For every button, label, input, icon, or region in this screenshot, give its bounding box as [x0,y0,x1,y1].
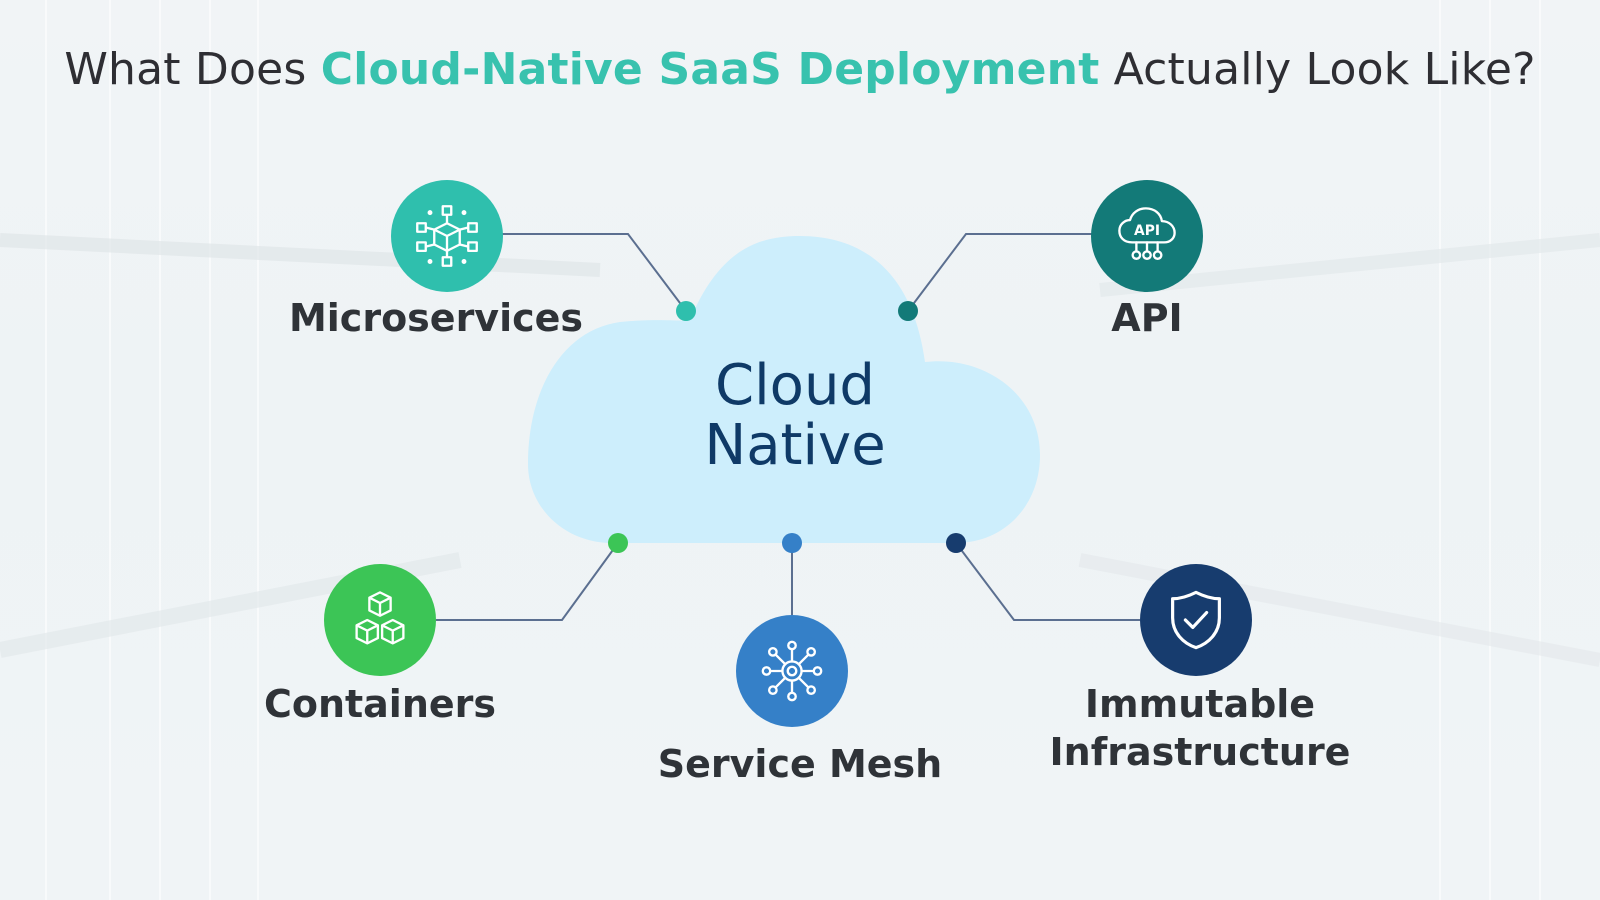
containers-boxes-icon [355,591,405,645]
title-prefix: What Does [64,44,321,95]
service-mesh-network-icon [761,640,823,702]
containers-label: Containers [263,682,497,726]
connector-immutable-infrastructure [955,542,1140,621]
dot-microservices [676,301,696,321]
service-mesh-node [736,615,848,727]
dot-containers [608,533,628,553]
connector-containers [436,542,619,621]
page-title: What Does Cloud-Native SaaS Deployment A… [0,44,1600,95]
connector-api [907,233,1092,312]
connector-lines [436,233,1140,621]
cloud-line-2: Native [704,413,886,478]
api-node: API [1091,180,1203,292]
dot-immutable-infrastructure [946,533,966,553]
containers-node [324,564,436,676]
shield-check-icon [1171,590,1221,650]
cloud-line-1: Cloud [715,353,875,418]
title-suffix: Actually Look Like? [1099,44,1536,95]
api-cloud-icon: API [1118,207,1176,261]
dot-api [898,301,918,321]
immutable-infrastructure-label: Immutable Infrastructure [1040,680,1360,776]
connector-microservices [502,233,687,312]
immutable-infrastructure-label-line-2: Infrastructure [1049,730,1351,774]
api-label: API [1111,296,1183,340]
microservices-label: Microservices [288,296,584,340]
immutable-infrastructure-label-line-1: Immutable [1084,682,1316,726]
title-highlight: Cloud-Native SaaS Deployment [320,44,1100,95]
cloud-native-label: Cloud Native [640,356,950,476]
microservices-cube-icon [416,205,478,267]
immutable-infrastructure-node [1140,564,1252,676]
svg-text:API: API [1134,223,1160,239]
service-mesh-label: Service Mesh [657,742,943,786]
microservices-node [391,180,503,292]
dot-service-mesh [782,533,802,553]
